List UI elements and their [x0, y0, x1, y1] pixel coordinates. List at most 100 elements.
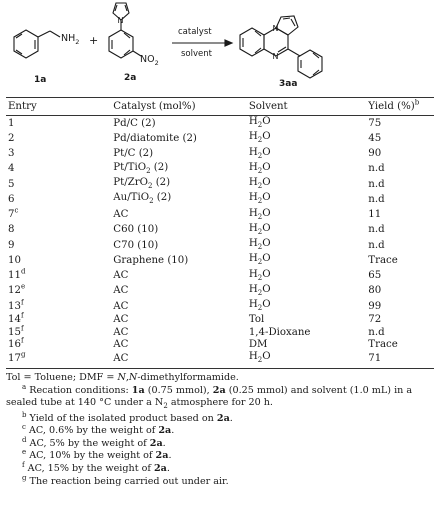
cell-catalyst: Pd/diatomite (2)	[113, 132, 197, 144]
cell-entry: 9	[8, 239, 15, 251]
pyrroloquinoxaline-structure	[239, 15, 323, 79]
footnote-e: e AC, 10% by the weight of 2a.	[22, 448, 172, 462]
cell-yield: 11	[368, 209, 382, 221]
table-row: 10 Graphene (10) H2O Trace	[6, 253, 434, 268]
cell-catalyst: C60 (10)	[113, 224, 159, 236]
table-row: 5 Pt/ZrO2 (2) H2O n.d	[6, 177, 434, 192]
cell-solvent: H2O	[248, 146, 271, 160]
cell-catalyst: Pt/C (2)	[113, 148, 154, 160]
cell-solvent: H2O	[248, 238, 271, 252]
cell-entry: 17g	[6, 351, 114, 370]
footnote-a: a Recation conditions: 1a (0.75 mmol), 2…	[22, 382, 413, 396]
cell-yield: n.d	[368, 326, 385, 338]
cell-entry: 13f	[8, 298, 24, 312]
plus-sign: +	[89, 34, 98, 47]
cell-catalyst: Pt/ZrO2 (2)	[113, 177, 171, 191]
footnote-d: d AC, 5% by the weight of 2a.	[22, 435, 166, 449]
cell-catalyst: AC	[113, 209, 129, 221]
footnote-c: c AC, 0.6% by the weight of 2a.	[22, 423, 175, 437]
cell-catalyst: Pd/C (2)	[113, 117, 156, 129]
cell-solvent: H2O	[248, 299, 271, 313]
benzylamine-structure	[13, 29, 61, 59]
cell-entry: 12e	[8, 282, 26, 297]
table-row: 4 Pt/TiO2 (2) H2O n.d	[6, 162, 434, 177]
cell-yield: n.d	[368, 193, 385, 205]
footnote-b: b Yield of the isolated product based on…	[22, 410, 233, 424]
footnote-a-cont: sealed tube at 140 °C under a N2 atmosph…	[6, 397, 273, 411]
cell-entry: 11d	[8, 267, 26, 282]
cell-solvent: H2O	[248, 268, 271, 282]
cell-entry: 5	[8, 178, 15, 190]
table-row: 16f AC DM Trace	[6, 336, 434, 351]
cell-yield: 72	[368, 314, 382, 326]
cell-yield: n.d	[368, 178, 385, 190]
table-row: 3 Pt/C (2) H2O 90	[6, 147, 434, 162]
header-solvent: Solvent	[248, 96, 369, 117]
header-entry: Entry	[6, 96, 114, 117]
footnote-abbrev: Tol = Toluene; DMF = N,N-dimethylformami…	[6, 372, 239, 383]
nitrophenylpyrrole-structure	[108, 2, 142, 59]
table-row: 15f AC 1,4-Dioxane n.d	[6, 324, 434, 339]
cell-catalyst: AC	[113, 326, 129, 338]
cell-catalyst: AC	[113, 338, 129, 350]
cell-yield: 80	[368, 285, 382, 297]
product-n1-label: N	[273, 24, 279, 33]
table-row: 11d AC H2O 65	[6, 267, 434, 284]
cell-yield: 99	[368, 300, 382, 312]
cell-entry: 15f	[8, 324, 24, 338]
cell-yield: 90	[368, 148, 382, 160]
cell-yield: n.d	[368, 239, 385, 251]
cell-entry: 6	[8, 193, 15, 205]
table-footnotes: Tol = Toluene; DMF = N,N-dimethylformami…	[6, 372, 434, 488]
cell-yield: 45	[368, 132, 382, 144]
table-header: Entry Catalyst (mol%) Solvent Yield (%)b	[6, 96, 434, 117]
cell-entry: 8	[8, 224, 15, 236]
cell-solvent: H2O	[248, 177, 271, 191]
cell-solvent: H2O	[248, 222, 271, 236]
cell-entry: 4	[8, 163, 15, 175]
reaction-scheme: NH2 + N NO2 catalyst solvent N	[0, 0, 438, 92]
cell-catalyst: Pt/TiO2 (2)	[113, 161, 169, 175]
header-catalyst: Catalyst (mol%)	[113, 96, 249, 117]
cell-yield: 65	[368, 270, 382, 282]
cell-entry: 2	[8, 132, 15, 144]
cell-catalyst: Au/TiO2 (2)	[113, 192, 172, 206]
catalyst-label: catalyst	[178, 27, 212, 37]
optimization-table: Entry Catalyst (mol%) Solvent Yield (%)b…	[6, 96, 434, 370]
cell-solvent: H2O	[248, 253, 271, 267]
cell-solvent: H2O	[248, 192, 271, 206]
compound-label-3aa: 3aa	[279, 79, 297, 89]
cell-entry: 16f	[8, 336, 24, 350]
pyrrole-n-label: N	[118, 16, 124, 25]
cell-solvent: 1,4-Dioxane	[248, 326, 311, 338]
cell-yield: 75	[368, 117, 382, 129]
nh2-label: NH2	[61, 33, 79, 46]
cell-entry: 3	[8, 148, 15, 160]
cell-solvent: Tol	[248, 314, 265, 326]
cell-catalyst: Graphene (10)	[113, 254, 189, 266]
cell-yield: Trace	[368, 254, 398, 266]
cell-catalyst: AC	[113, 314, 129, 326]
cell-solvent: H2O	[248, 207, 271, 221]
cell-yield: n.d	[368, 163, 385, 175]
footnote-f: f AC, 15% by the weight of 2a.	[22, 460, 170, 475]
cell-solvent: H2O	[248, 161, 271, 175]
reaction-arrow	[172, 39, 234, 47]
cell-yield: 71	[368, 351, 434, 370]
cell-yield: Trace	[368, 338, 398, 350]
cell-catalyst: AC	[113, 270, 129, 282]
footnote-g: g The reaction being carried out under a…	[22, 473, 229, 487]
header-yield: Yield (%)b	[368, 96, 434, 117]
cell-solvent: DM	[248, 338, 268, 350]
cell-catalyst: AC	[113, 285, 129, 297]
cell-solvent: H2O	[248, 116, 271, 130]
cell-entry: 10	[8, 254, 21, 266]
no2-label: NO2	[140, 54, 159, 67]
